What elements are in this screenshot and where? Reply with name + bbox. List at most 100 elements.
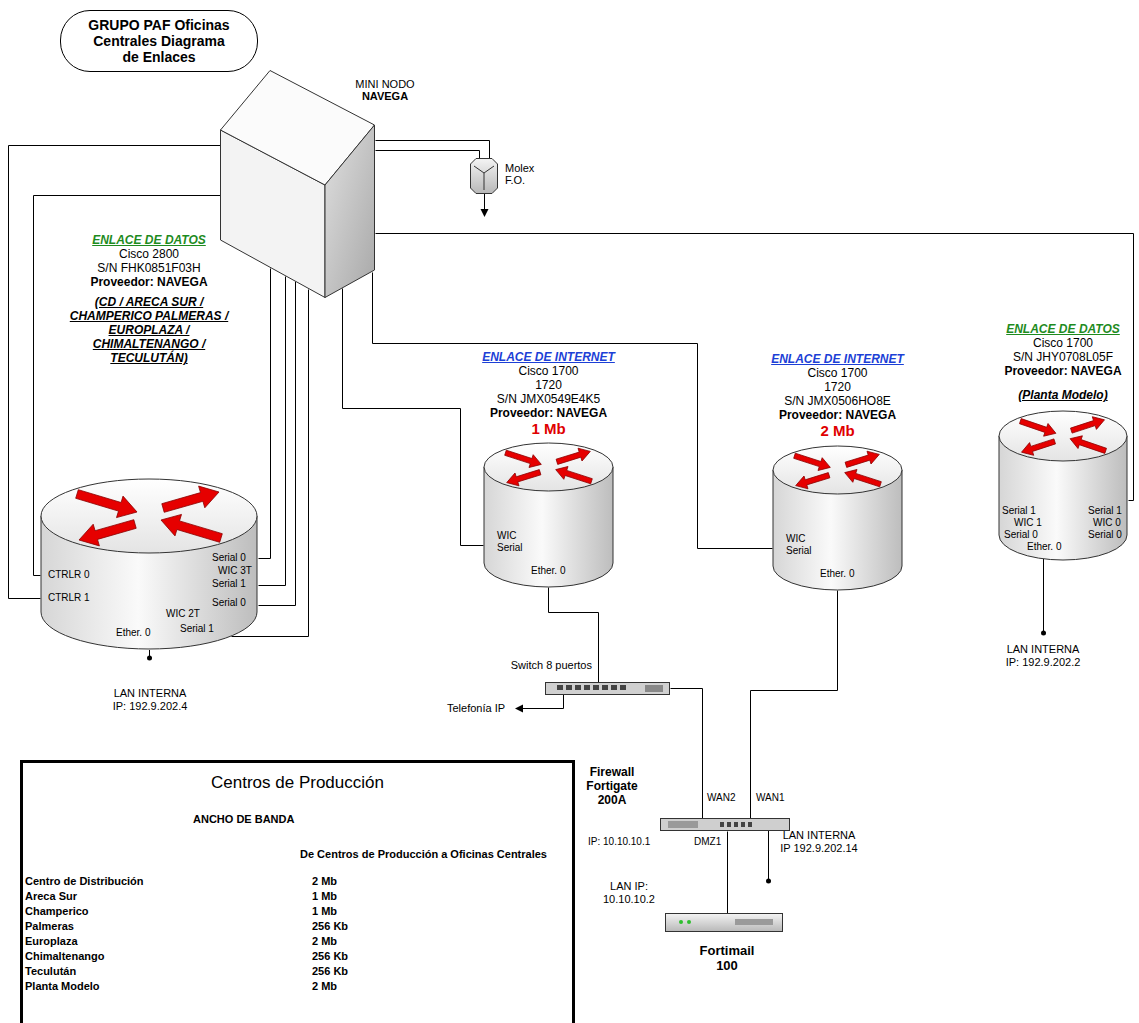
- router-arrow: [161, 514, 222, 542]
- node-text: Fortimail 100: [696, 943, 758, 973]
- node-text: S/N JMX0549E4K5: [469, 392, 629, 406]
- router-top: [484, 443, 613, 491]
- node-text: ENLACE DE INTERNET: [758, 352, 918, 366]
- note-label: LAN IP: 10.10.10.2: [590, 880, 668, 906]
- node-text: S/N FHK0851F03H: [49, 261, 249, 275]
- link-wire: [727, 832, 728, 914]
- port-name: Ether. 0: [820, 568, 854, 580]
- port-name: Serial 0: [1088, 529, 1122, 541]
- table-cell: De Centros de Producción a Oficinas Cent…: [300, 848, 547, 860]
- node-shape: [665, 913, 783, 932]
- node-text: Molex F.O.: [505, 162, 541, 186]
- lan-dot: [1041, 631, 1046, 636]
- node-label: MINI NODONAVEGA: [335, 78, 435, 102]
- port-name: WAN1: [756, 792, 785, 804]
- link-wire: [376, 151, 480, 159]
- fw-node: Firewall Fortigate 200A: [660, 818, 790, 831]
- note-label: Telefonía IP: [447, 702, 505, 715]
- port-name: Serial 0: [212, 552, 246, 564]
- router-arrow: [1020, 419, 1056, 437]
- arrow-head: [481, 209, 489, 217]
- switch-node: Switch 8 puertos: [545, 682, 670, 695]
- router-top: [41, 479, 257, 553]
- lan-dot: [147, 656, 152, 661]
- link-wire: [259, 277, 286, 586]
- node-text: Cisco 1700 1720: [803, 366, 873, 394]
- node-shape: [545, 682, 670, 695]
- molex-node: Molex F.O.: [470, 158, 498, 194]
- table-cell: Europlaza: [25, 935, 78, 947]
- note-label: LAN INTERNA IP: 192.9.202.4: [110, 687, 190, 713]
- node-text: Centros de Producción: [23, 773, 572, 793]
- router-arrow: [79, 520, 136, 546]
- port-name: Serial 1: [1088, 505, 1122, 517]
- port-name: Ether. 0: [531, 565, 565, 577]
- node-text: Proveedor: NAVEGA: [758, 408, 918, 422]
- router-arrow: [845, 451, 879, 467]
- port-name: IP: 10.10.10.1: [588, 836, 650, 848]
- link-wire: [751, 591, 838, 819]
- table-cell: Palmeras: [25, 920, 74, 932]
- node-label: Firewall Fortigate 200A: [581, 765, 643, 807]
- node-label: ENLACE DE DATOSCisco 1700S/N JHY0708L05F…: [993, 322, 1133, 402]
- port-name: Serial 0: [1004, 529, 1038, 541]
- firewall-port: [727, 822, 731, 827]
- node-text: S/N JMX0506HO8E: [758, 394, 918, 408]
- table-cell: 256 Kb: [312, 950, 348, 962]
- port-name: Serial 1: [180, 623, 214, 635]
- router-arrow: [845, 470, 882, 487]
- port-name: DMZ1: [694, 836, 721, 848]
- router-arrow: [76, 490, 137, 518]
- table-cell: ANCHO DE BANDA: [193, 813, 294, 825]
- firewall-port: [734, 822, 738, 827]
- node-text: ENLACE DE DATOS: [993, 322, 1133, 336]
- switch-port: [575, 685, 581, 690]
- port-name: Serial 1: [212, 578, 246, 590]
- link-wire: [259, 269, 271, 559]
- table-cell: Chimaltenango: [25, 950, 104, 962]
- node-text: ENLACE DE INTERNET: [469, 350, 629, 364]
- node-shape: [40, 478, 258, 650]
- molex-body: [471, 159, 498, 194]
- router-arrow: [796, 473, 830, 489]
- router-arrow: [507, 470, 541, 486]
- switch-panel: [645, 685, 663, 692]
- node-shape: [470, 158, 498, 194]
- router-top: [773, 446, 902, 494]
- lan-dot: [766, 879, 771, 884]
- port-name: Ether. 0: [1027, 541, 1061, 553]
- node-label: ENLACE DE INTERNETCisco 1700 1720S/N JMX…: [758, 352, 918, 440]
- router-arrow: [1070, 436, 1106, 454]
- port-name: WIC Serial: [497, 530, 531, 554]
- port-name: WIC 3T: [218, 565, 252, 577]
- firewall-port: [741, 822, 745, 827]
- mini-node: MINI NODONAVEGA: [220, 70, 375, 298]
- link-wire: [343, 289, 484, 546]
- node-text: ENLACE DE DATOS: [49, 233, 249, 247]
- table-cell: Planta Modelo: [25, 980, 100, 992]
- table-cell: Teculután: [25, 965, 76, 977]
- node-label: Molex F.O.: [505, 162, 541, 186]
- node-text: Cisco 2800: [49, 247, 249, 261]
- switch-port: [566, 685, 572, 690]
- port-name: WIC 2T: [166, 608, 200, 620]
- fiber-wire: [484, 194, 485, 210]
- table-cell: 2 Mb: [312, 935, 337, 947]
- node-label: Switch 8 puertos: [511, 659, 592, 671]
- table-box: Centros de Producción: [20, 760, 575, 1023]
- router-arrow: [162, 486, 219, 512]
- node-shape: [660, 818, 790, 831]
- node-shape: [220, 70, 375, 298]
- node-text: Firewall Fortigate 200A: [581, 765, 643, 807]
- node-label: Fortimail 100: [696, 943, 758, 973]
- table-cell: Centro de Distribución: [25, 875, 144, 887]
- port-name: CTRLR 1: [48, 592, 90, 604]
- switch-port: [620, 685, 626, 690]
- title-text: GRUPO PAF Oficinas Centrales Diagrama de…: [88, 17, 230, 65]
- fmail-node: Fortimail 100: [665, 913, 783, 932]
- link-wire: [259, 282, 296, 606]
- port-name: WIC 1: [1014, 517, 1042, 529]
- firewall-port: [720, 822, 724, 827]
- node-text: Proveedor: NAVEGA: [49, 275, 249, 289]
- note-label: LAN INTERNA IP: 192.9.202.2: [1003, 643, 1083, 669]
